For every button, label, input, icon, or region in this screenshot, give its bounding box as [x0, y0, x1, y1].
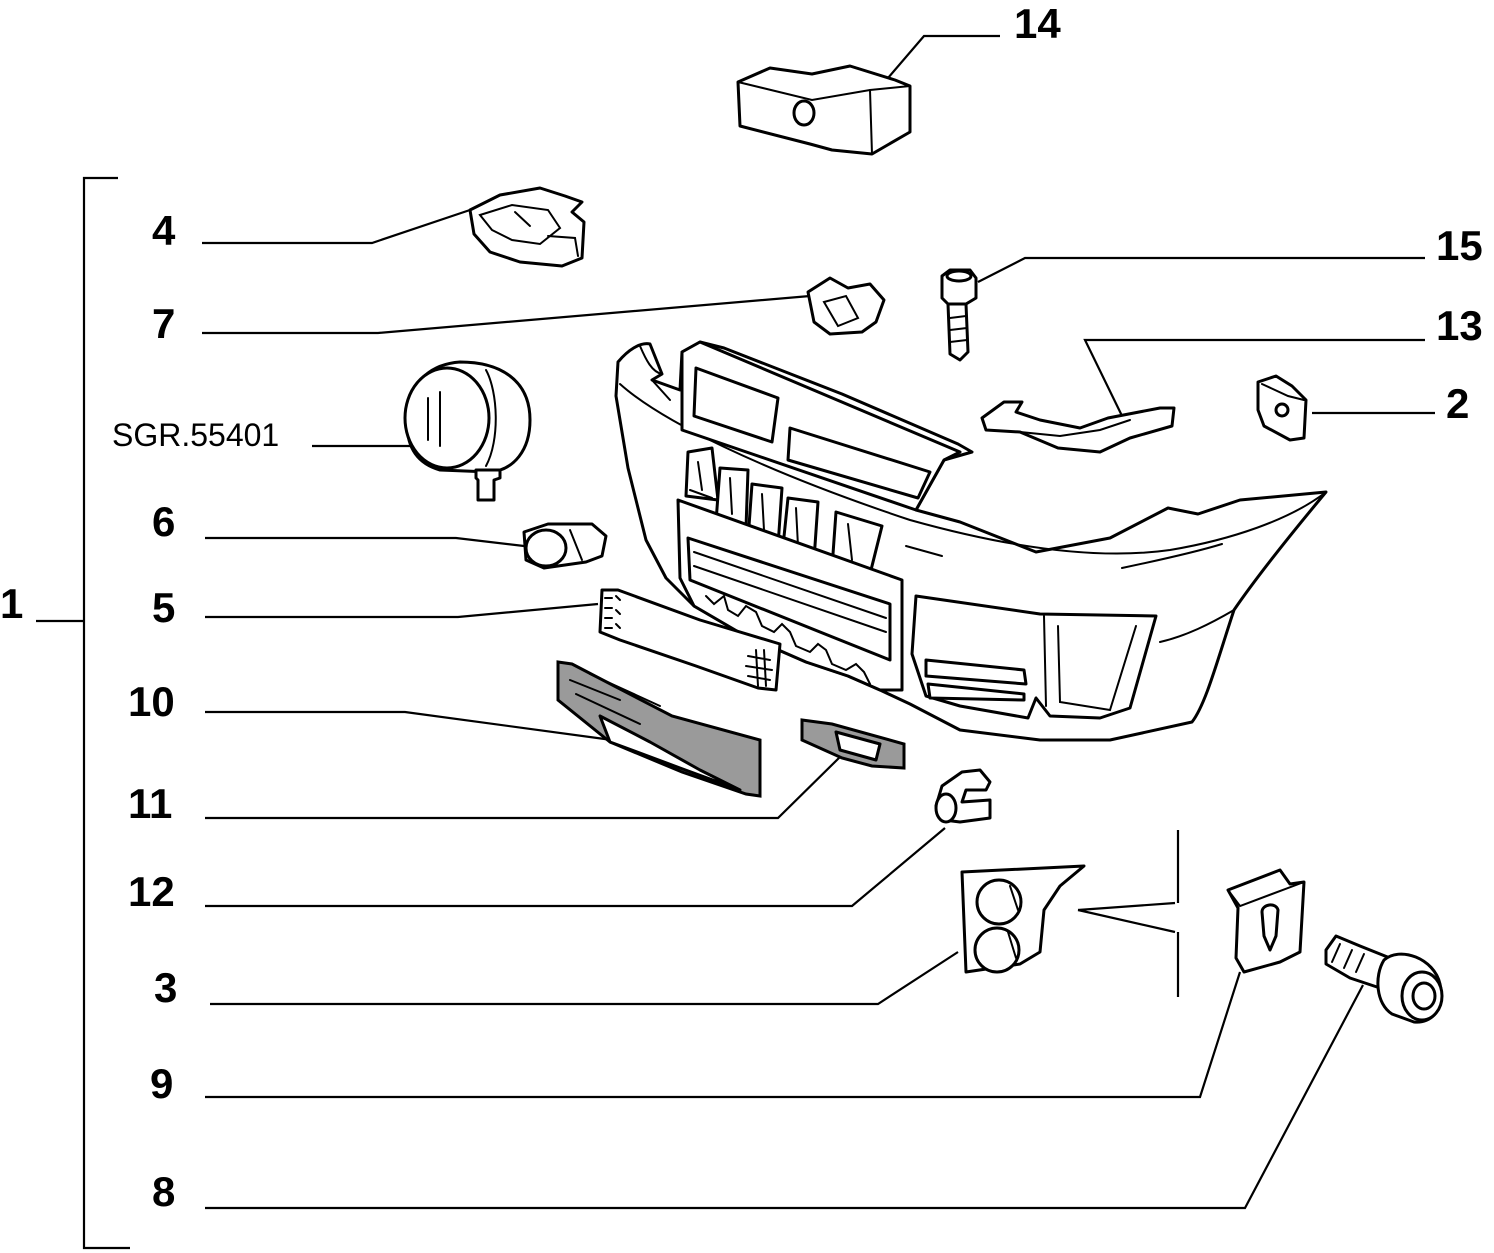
callout-sgr-55401: SGR.55401 [112, 417, 279, 453]
part-15-bolt [940, 268, 978, 362]
callout-10: 10 [128, 678, 175, 725]
callout-1: 1 [0, 580, 23, 627]
leader-lines [202, 34, 1435, 1210]
callout-labels: 1 4 7 SGR.55401 6 5 10 11 12 3 9 8 14 15… [0, 0, 1483, 1215]
callout-5: 5 [152, 584, 175, 631]
callout-12: 12 [128, 868, 175, 915]
part-14-foam-absorber [736, 64, 912, 156]
part-3-lamp-bracket [960, 864, 1086, 974]
part-10-mesh-grille [556, 660, 762, 798]
callout-7: 7 [152, 300, 175, 347]
part-6-socket [522, 522, 608, 570]
callout-8: 8 [152, 1168, 175, 1215]
fog-lamp [403, 360, 532, 502]
part-7-clip [806, 276, 886, 336]
callout-9: 9 [150, 1060, 173, 1107]
part-11-small-mesh [800, 718, 906, 770]
part-9-spring-nut [1226, 868, 1306, 974]
part-4-mounting-bracket [468, 186, 586, 268]
callout-15: 15 [1436, 222, 1483, 269]
assembly-bracket [36, 176, 130, 1250]
bumper-shell [614, 340, 1328, 742]
callout-3: 3 [154, 964, 177, 1011]
callout-2: 2 [1446, 380, 1469, 427]
callout-6: 6 [152, 498, 175, 545]
part-12-u-clip [934, 768, 992, 824]
callout-11: 11 [128, 780, 172, 827]
part-2-clip-nut [1256, 374, 1308, 442]
callout-14: 14 [1014, 0, 1061, 47]
callout-13: 13 [1436, 302, 1483, 349]
part-13-support-strip [980, 400, 1176, 454]
part-8-flange-bolt [1324, 934, 1444, 1024]
part-5-reflector-strip [598, 588, 782, 692]
callout-4: 4 [152, 207, 176, 254]
